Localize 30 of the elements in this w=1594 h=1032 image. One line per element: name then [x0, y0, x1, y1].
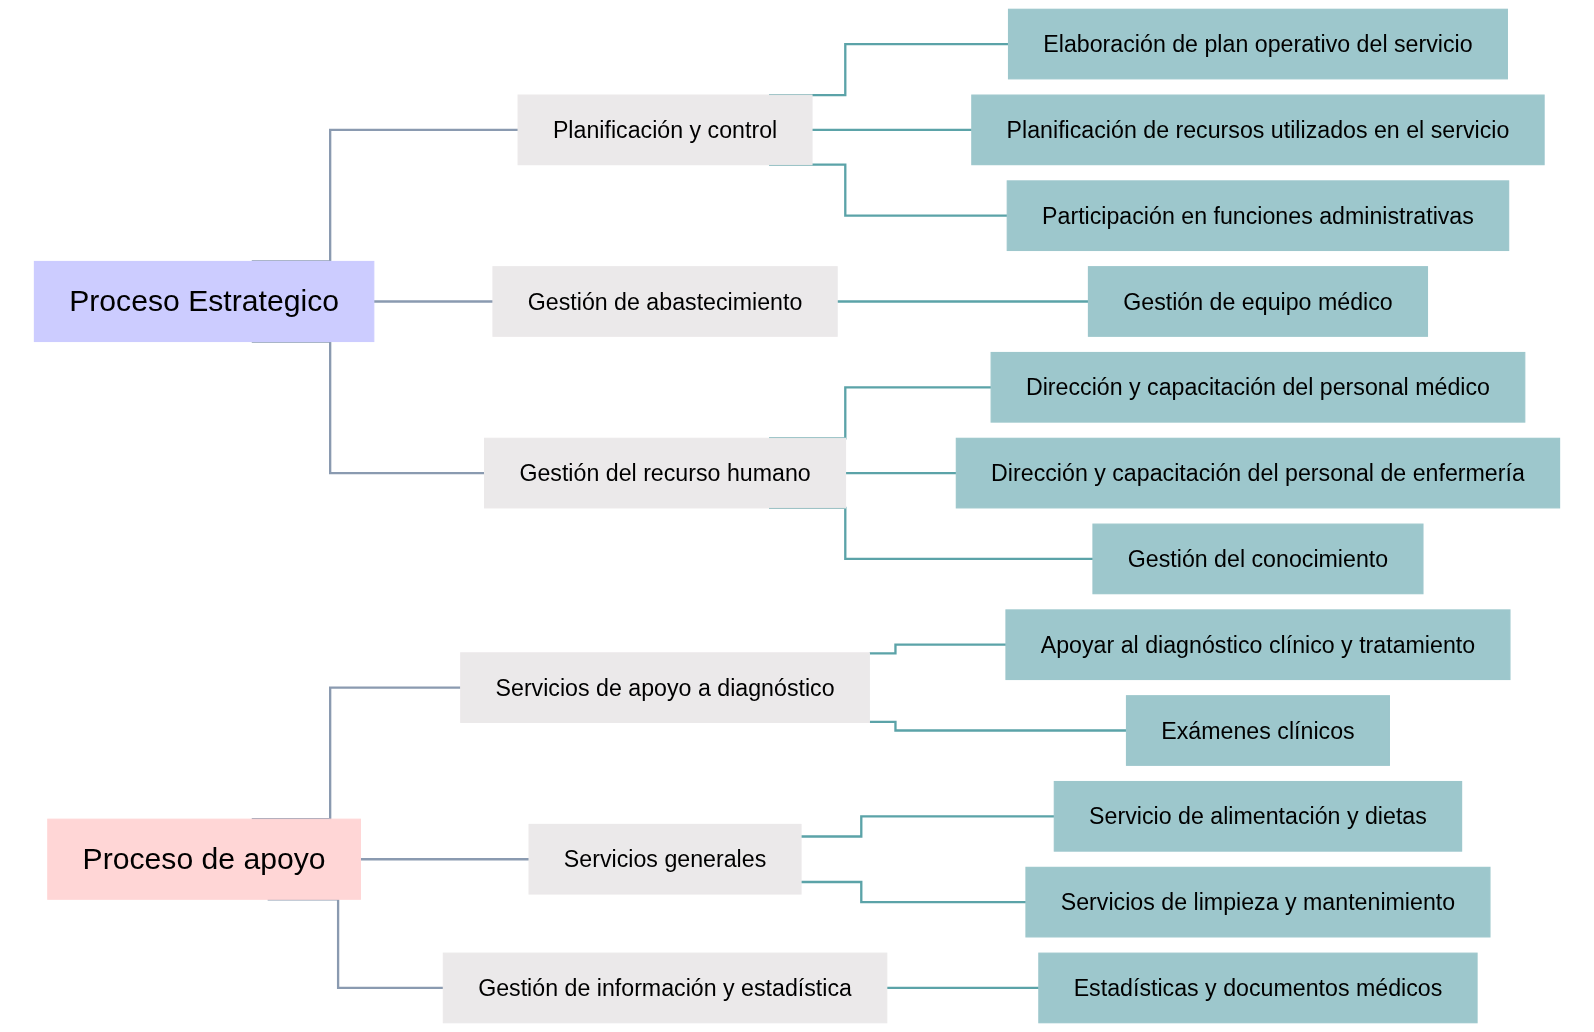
- node-box: Participación en funciones administrativas: [1006, 180, 1510, 252]
- node-box: Gestión del recurso humano: [484, 437, 847, 509]
- node-box: Dirección y capacitación del personal médico: [990, 351, 1526, 423]
- connector: [869, 643, 1006, 655]
- node-box: Gestión de equipo médico: [1087, 266, 1429, 337]
- node-box: Servicio de alimentación y dietas: [1053, 780, 1463, 852]
- connector: [801, 880, 1026, 904]
- node-box: Exámenes clínicos: [1125, 695, 1390, 766]
- node-box: Proceso de apoyo: [47, 818, 361, 900]
- node-box: Elaboración de plan operativo del servicio: [1007, 8, 1508, 80]
- connector: [360, 858, 530, 861]
- node-box: Planificación de recursos utilizados en el servicio: [971, 94, 1545, 166]
- node-box: Apoyar al diagnóstico clínico y tratamiento: [1005, 609, 1511, 681]
- node-box: Dirección y capacitación del personal de enfermería: [955, 437, 1561, 509]
- node-box: Proceso Estrategico: [33, 260, 375, 343]
- node-box: Servicios de limpieza y mantenimiento: [1025, 866, 1491, 938]
- node-box: Gestión de información y estadística: [442, 952, 888, 1024]
- connector: [845, 471, 957, 475]
- connector: [801, 815, 1055, 838]
- node-box: Estadísticas y documentos médicos: [1038, 952, 1478, 1024]
- node-box: Gestión de abastecimiento: [492, 266, 838, 337]
- connector: [869, 720, 1127, 732]
- connector: [886, 986, 1039, 990]
- node-box: Planificación y control: [517, 94, 813, 166]
- node-box: Servicios de apoyo a diagnóstico: [460, 652, 870, 723]
- connector: [837, 300, 1089, 303]
- node-box: Gestión del conocimiento: [1092, 523, 1424, 595]
- connector: [812, 128, 972, 132]
- node-box: Servicios generales: [528, 823, 802, 895]
- connector: [373, 300, 493, 303]
